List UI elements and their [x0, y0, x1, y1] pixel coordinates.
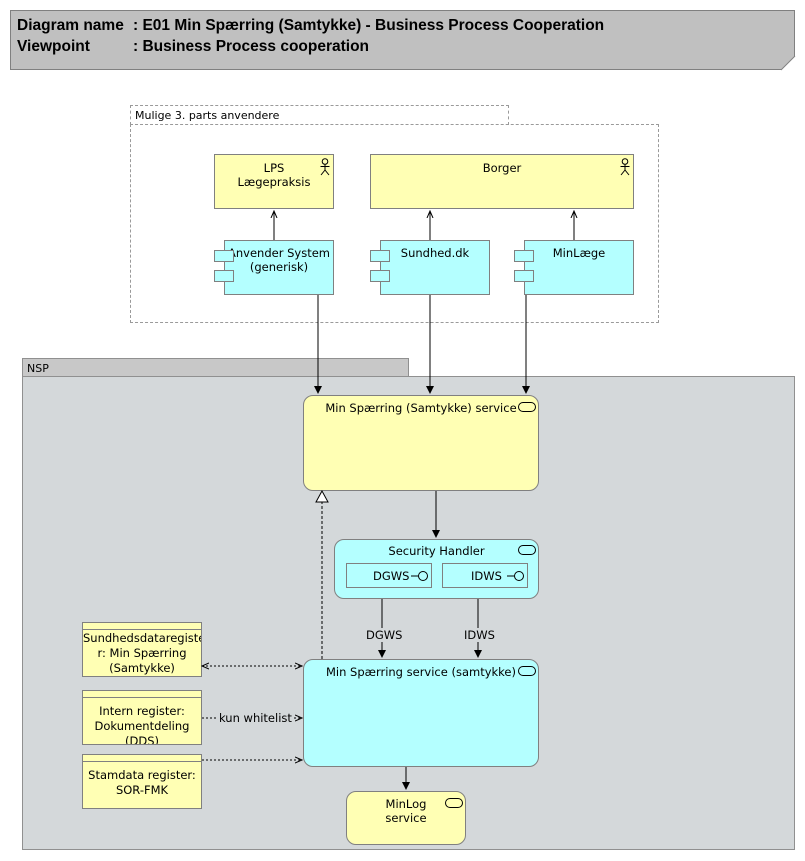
component-anvender-line1: Anvender System — [228, 246, 330, 260]
component-icon — [214, 270, 234, 282]
service-icon — [518, 666, 536, 676]
component-icon — [514, 270, 534, 282]
service-minlog-line2: service — [385, 811, 427, 825]
service-security-handler[interactable]: Security Handler DGWS IDWS — [334, 539, 539, 599]
service-min-spaerring-samtykke[interactable]: Min Spærring (Samtykke) service — [303, 395, 539, 491]
service-minlog[interactable]: MinLog service — [346, 791, 466, 845]
interface-lollipop-icon — [411, 571, 428, 581]
service-security-handler-label: Security Handler — [388, 544, 485, 558]
service-min-spaerring-service[interactable]: Min Spærring service (samtykke) — [303, 659, 539, 767]
diagram-name-key: Diagram name — [17, 17, 124, 34]
component-sundhed-dk[interactable]: Sundhed.dk — [380, 240, 490, 295]
interface-idws-label: IDWS — [471, 569, 502, 583]
component-icon — [214, 250, 234, 262]
component-icon — [370, 250, 390, 262]
note-intern-line1: Intern register: — [99, 704, 185, 718]
note-sundhedsdata-line1: Sundhedsdataregiste — [83, 631, 202, 645]
note-stamdata-line2: SOR-FMK — [115, 783, 169, 797]
nsp-group-label: NSP — [27, 362, 49, 375]
interface-lollipop-icon — [507, 571, 524, 581]
viewpoint-key: Viewpoint — [17, 38, 90, 55]
note-stamdata-line1: Stamdata register: — [88, 768, 196, 782]
nsp-group-tab[interactable]: NSP — [22, 358, 409, 377]
component-minlaege-label: MinLæge — [552, 246, 606, 260]
actor-lps[interactable]: LPS Lægepraksis — [214, 154, 334, 209]
component-minlaege[interactable]: MinLæge — [524, 240, 634, 295]
flow-label-idws: IDWS — [464, 628, 495, 642]
actor-borger-label: Borger — [482, 161, 522, 175]
header-corner — [780, 55, 796, 71]
actor-lps-line2: Lægepraksis — [237, 175, 311, 189]
note-stamdata-register[interactable]: Stamdata register: SOR-FMK — [82, 754, 202, 809]
note-sundhedsdata-line3: (Samtykke) — [109, 661, 175, 675]
interface-dgws-label: DGWS — [373, 569, 410, 583]
actor-lps-line1: LPS — [263, 161, 285, 175]
note-intern-line2: Dokumentdeling — [94, 719, 190, 733]
diagram-name-value: : E01 Min Spærring (Samtykke) - Business… — [133, 17, 605, 34]
service-icon — [445, 798, 463, 808]
flow-label-kun-whitelist: kun whitelist — [218, 711, 293, 725]
service-icon — [518, 402, 536, 412]
flow-label-dgws: DGWS — [366, 628, 403, 642]
note-intern-line3: (DDS) — [125, 734, 159, 745]
service-min-spaerring-service-label: Min Spærring service (samtykke) — [325, 665, 516, 679]
third-party-group-label: Mulige 3. parts anvendere — [135, 109, 280, 122]
third-party-group[interactable] — [130, 124, 659, 323]
component-icon — [514, 250, 534, 262]
realization-arrowhead — [315, 489, 329, 503]
component-sundhed-label: Sundhed.dk — [400, 246, 470, 260]
viewpoint-row: Viewpoint : Business Process cooperation — [17, 38, 369, 56]
interface-idws[interactable]: IDWS — [442, 563, 528, 588]
actor-icon — [620, 158, 630, 176]
third-party-group-tab[interactable]: Mulige 3. parts anvendere — [130, 105, 509, 125]
note-sundhedsdata-line2: r: Min Spærring — [97, 646, 187, 660]
note-intern-register[interactable]: Intern register: Dokumentdeling (DDS) — [82, 690, 202, 745]
diagram-name-row: Diagram name : E01 Min Spærring (Samtykke… — [17, 17, 604, 35]
service-min-spaerring-samtykke-label: Min Spærring (Samtykke) service — [325, 401, 517, 415]
component-anvender-line2: (generisk) — [249, 260, 309, 274]
viewpoint-value: : Business Process cooperation — [133, 38, 370, 55]
note-sundhedsdataregister[interactable]: Sundhedsdataregiste r: Min Spærring (Sam… — [82, 622, 202, 677]
service-minlog-line1: MinLog — [385, 797, 427, 811]
service-icon — [518, 545, 536, 555]
component-icon — [370, 270, 390, 282]
diagram-header: Diagram name : E01 Min Spærring (Samtykke… — [10, 10, 796, 71]
actor-borger[interactable]: Borger — [370, 154, 634, 209]
component-anvender-system[interactable]: Anvender System (generisk) — [224, 240, 334, 295]
actor-icon — [320, 158, 330, 176]
interface-dgws[interactable]: DGWS — [346, 563, 432, 588]
